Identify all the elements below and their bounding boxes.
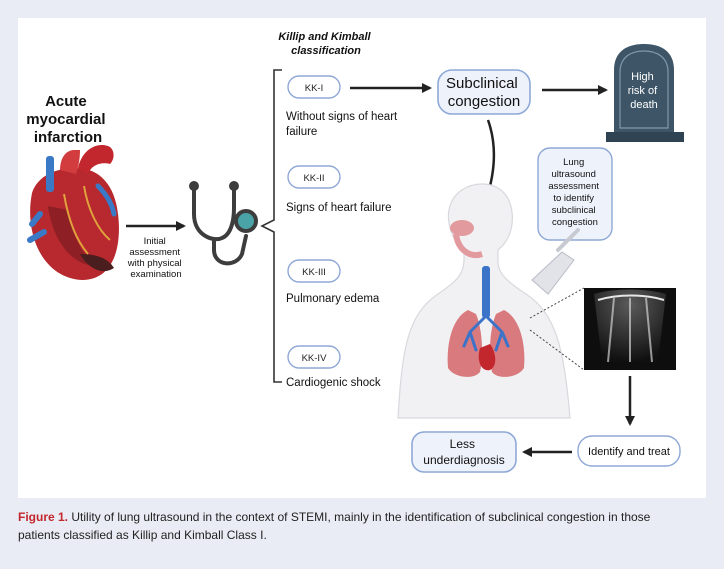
figure-caption: Figure 1. Utility of lung ultrasound in …: [18, 508, 708, 544]
stethoscope-icon: [189, 181, 258, 266]
badge-kk1-label: KK-I: [305, 83, 323, 94]
assessment-label: Initial assessment with physical examina…: [127, 236, 185, 280]
heading-text: Acute myocardial infarction: [26, 93, 109, 146]
heart-icon: [27, 144, 119, 280]
badge-kk2: [287, 165, 341, 189]
less-underdiagnosis-label: Less underdiagnosis: [423, 437, 504, 467]
high-risk-label: High risk of death: [628, 71, 660, 111]
ultrasound-probe-icon: [531, 228, 580, 295]
subclinical-label: Subclinical congestion: [446, 75, 522, 110]
caption-line1: Utility of lung ultrasound in the contex…: [71, 510, 651, 524]
badge-kk3-label: KK-III: [302, 267, 326, 278]
class-kk2-desc: Signs of heart failure: [286, 202, 391, 214]
diagram-canvas: Acute myocardial infarction Initial asse…: [26, 31, 684, 473]
badge-kk4: [287, 345, 341, 369]
lus-note-text: Lung ultrasound assessment to identify s…: [548, 157, 601, 228]
class-kk3: KK-III Pulmonary edema: [286, 259, 380, 305]
class-kk4-desc: Cardiogenic shock: [286, 377, 381, 389]
badge-kk1: [287, 75, 341, 99]
class-kk2: KK-II Signs of heart failure: [286, 165, 391, 214]
class-kk4: KK-IV Cardiogenic shock: [286, 345, 381, 389]
badge-kk2-label: KK-II: [303, 173, 324, 184]
less-underdiagnosis-box: Less underdiagnosis: [411, 431, 517, 473]
subclinical-congestion-box: Subclinical congestion: [437, 69, 531, 115]
badge-kk4-label: KK-IV: [302, 353, 327, 364]
class-kk1-desc: Without signs of heart failure: [286, 111, 400, 138]
badge-kk3: [287, 259, 341, 283]
ultrasound-image: [584, 288, 676, 370]
caption-label: Figure 1.: [18, 510, 69, 524]
classification-bracket: [260, 69, 282, 383]
classification-title: Killip and Kimball classification: [278, 31, 373, 57]
class-kk3-desc: Pulmonary edema: [286, 293, 380, 305]
lung-ultrasound-note: Lung ultrasound assessment to identify s…: [537, 147, 613, 241]
zoom-lines: [529, 287, 585, 371]
figure-panel: Acute myocardial infarction Initial asse…: [18, 18, 706, 498]
torso-illustration: [397, 183, 580, 419]
identify-treat-box: Identify and treat: [577, 435, 681, 467]
caption-line2: patients classified as Killip and Kimbal…: [18, 528, 267, 542]
class-kk1: KK-I Without signs of heart failure: [286, 75, 400, 138]
identify-treat-label: Identify and treat: [588, 446, 670, 458]
lungs-icon: [447, 266, 525, 377]
tombstone-icon: High risk of death: [606, 44, 684, 142]
